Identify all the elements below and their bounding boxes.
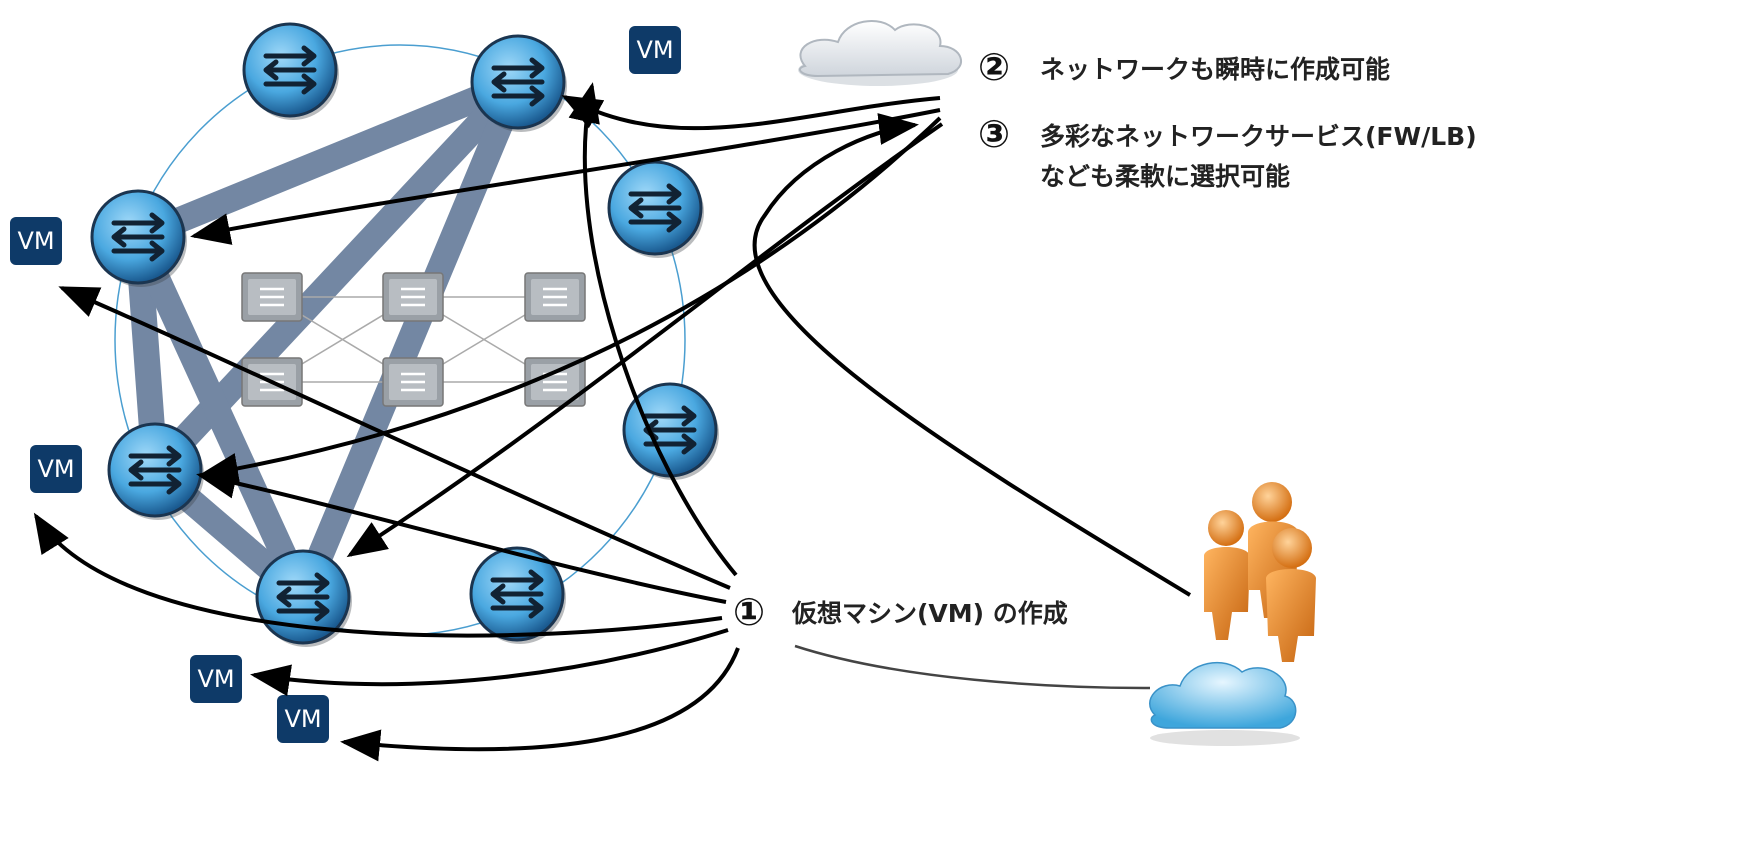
router-icon [609, 162, 704, 258]
vm-label: VM [197, 665, 234, 693]
step-number: ① [733, 590, 765, 634]
switch-icon [381, 356, 445, 408]
step-text: 仮想マシン(VM) の作成 [791, 599, 1068, 628]
vm-box: VM [10, 217, 62, 265]
cloud-icon [1149, 661, 1300, 746]
user-link-line [794, 644, 1151, 690]
switch-icon [381, 271, 445, 323]
vm-label: VM [636, 36, 673, 64]
step-text: ネットワークも瞬時に作成可能 [1040, 55, 1390, 84]
router-icon [92, 191, 187, 287]
virtual-link-bands [125, 69, 531, 610]
step-number: ③ [978, 112, 1010, 156]
vm-label: VM [37, 455, 74, 483]
step-2-label: ② ネットワークも瞬時に作成可能 [978, 45, 1390, 89]
vm-box: VM [277, 695, 329, 743]
vm-label: VM [17, 227, 54, 255]
router-icon [244, 24, 339, 120]
step-text-line-2: なども柔軟に選択可能 [1040, 162, 1290, 191]
vm-box: VM [30, 445, 82, 493]
vm-box: VM [190, 655, 242, 703]
vm-box: VM [629, 26, 681, 74]
user-request-arrow [752, 113, 1192, 597]
step-3-label: ③ 多彩なネットワークサービス(FW/LB) なども柔軟に選択可能 [978, 112, 1477, 191]
router-icon [257, 551, 352, 647]
people-icon [1204, 482, 1316, 662]
router-icon [109, 424, 204, 520]
switch-icon [523, 271, 587, 323]
router-icon [624, 384, 719, 480]
switch-icon [240, 271, 304, 323]
step-1-label: ① 仮想マシン(VM) の作成 [733, 590, 1068, 634]
cloud-icon [798, 20, 962, 86]
network-creation-arrows [190, 95, 944, 558]
step-number: ② [978, 45, 1010, 89]
step-text-line-1: 多彩なネットワークサービス(FW/LB) [1040, 122, 1477, 151]
vm-label: VM [284, 705, 321, 733]
vm-creation-arrows [33, 82, 740, 762]
